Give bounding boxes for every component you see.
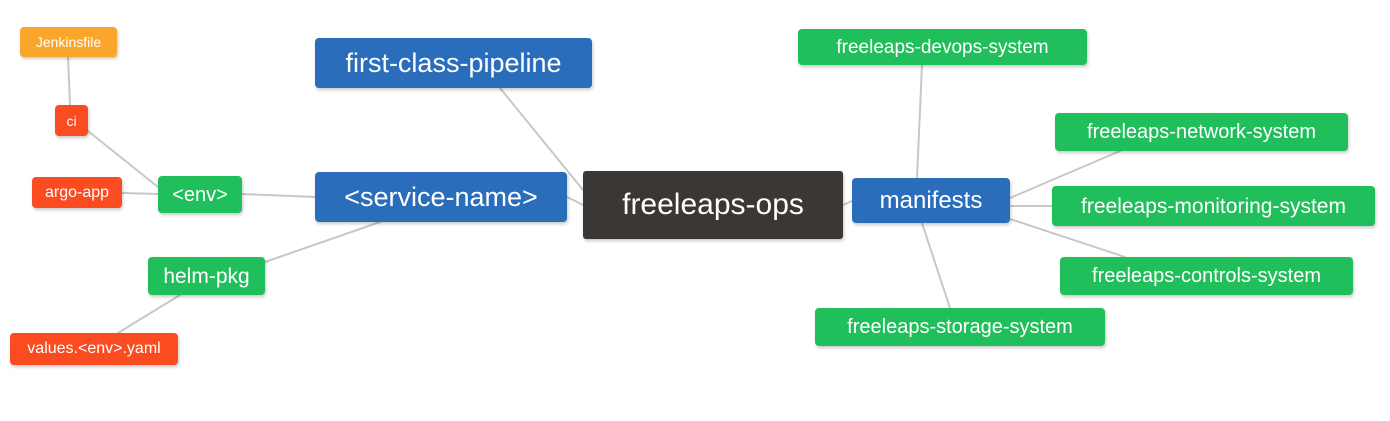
edge-manifests-to-freeleaps-storage-system [921, 222, 951, 309]
node-label: argo-app [44, 183, 110, 201]
node-first-class-pipeline[interactable]: first-class-pipeline [315, 38, 592, 88]
node-label: freeleaps-devops-system [836, 36, 1049, 58]
node-label: freeleaps-storage-system [847, 316, 1073, 338]
node-label: ci [66, 112, 77, 129]
node-label: freeleaps-controls-system [1092, 265, 1321, 287]
node-ci[interactable]: ci [55, 105, 88, 136]
node-freeleaps-devops-system[interactable]: freeleaps-devops-system [798, 29, 1087, 65]
edge-manifests-to-freeleaps-devops-system [916, 64, 923, 179]
edge-service-name-to-env [241, 193, 316, 198]
edge-env-to-argo-app [121, 192, 159, 195]
node-freeleaps-storage-system[interactable]: freeleaps-storage-system [815, 308, 1105, 346]
node-manifests[interactable]: manifests [852, 178, 1010, 223]
edge-helm-pkg-to-values-env-yaml [117, 294, 181, 334]
edge-freeleaps-ops-to-manifests [842, 200, 853, 206]
node-freeleaps-controls-system[interactable]: freeleaps-controls-system [1060, 257, 1353, 295]
node-values-env-yaml[interactable]: values.<env>.yaml [10, 333, 178, 365]
node-freeleaps-ops[interactable]: freeleaps-ops [583, 171, 843, 239]
edge-service-name-to-helm-pkg [264, 221, 381, 263]
node-label: manifests [879, 186, 983, 214]
node-label: freeleaps-network-system [1087, 121, 1316, 143]
node-label: freeleaps-ops [622, 188, 804, 221]
node-label: freeleaps-monitoring-system [1081, 194, 1346, 218]
node-label: <service-name> [344, 181, 538, 212]
node-service-name[interactable]: <service-name> [315, 172, 567, 222]
node-freeleaps-network-system[interactable]: freeleaps-network-system [1055, 113, 1348, 151]
edge-ci-to-jenkinsfile [67, 56, 71, 106]
node-label: values.<env>.yaml [27, 340, 161, 357]
edge-freeleaps-ops-to-service-name [566, 196, 584, 206]
node-helm-pkg[interactable]: helm-pkg [148, 257, 265, 295]
node-env[interactable]: <env> [158, 176, 242, 213]
node-freeleaps-monitoring-system[interactable]: freeleaps-monitoring-system [1052, 186, 1375, 226]
node-jenkinsfile[interactable]: Jenkinsfile [20, 27, 117, 57]
node-label: <env> [172, 183, 228, 206]
node-label: helm-pkg [163, 264, 250, 288]
node-label: Jenkinsfile [35, 34, 102, 50]
node-argo-app[interactable]: argo-app [32, 177, 122, 208]
node-label: first-class-pipeline [345, 47, 562, 78]
